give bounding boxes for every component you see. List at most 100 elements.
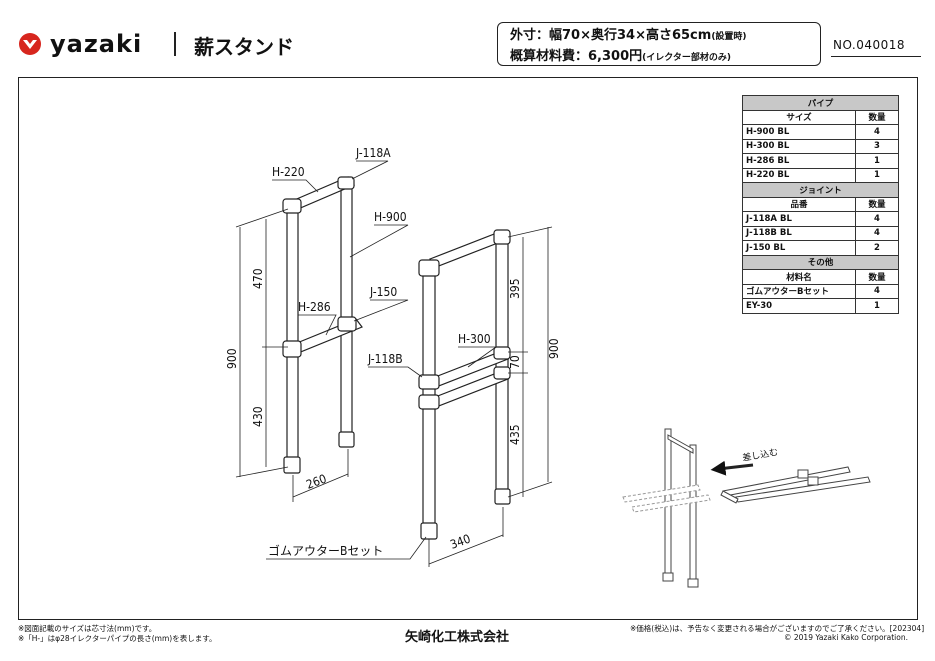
document-number-underline — [831, 56, 921, 57]
joint-col-qty: 数量 — [855, 196, 899, 212]
insert-arrow-icon — [710, 460, 754, 476]
cell-name: J-150 BL — [742, 240, 856, 256]
sketch-upright-2 — [689, 444, 697, 584]
spec-dimensions: 外寸：幅70×奥行34×高さ65cm(設置時) — [510, 26, 808, 47]
cell-qty: 1 — [855, 298, 899, 314]
cell-qty: 4 — [855, 124, 899, 140]
table-section-header: パイプ — [742, 95, 899, 111]
sketch-foot-2 — [687, 578, 699, 588]
brand-name: yazaki — [50, 30, 143, 58]
label-h300: H-300 — [458, 332, 491, 346]
cell-name: EY-30 — [742, 298, 856, 314]
assembly-drawing: H-220 J-118A H-900 H-286 J-150 H-300 J-1… — [225, 146, 871, 588]
label-j150: J-150 — [369, 285, 397, 299]
cell-qty: 3 — [855, 138, 899, 154]
cell-qty: 1 — [855, 153, 899, 169]
dim-ext-bot-right — [507, 481, 553, 498]
other-section-title: その他 — [742, 254, 899, 270]
other-col-qty: 数量 — [855, 269, 899, 285]
label-h286: H-286 — [298, 300, 331, 314]
label-insert: 差し込む — [741, 446, 779, 464]
right-frame — [418, 229, 511, 540]
joint-j118a-3 — [418, 259, 440, 277]
dim-ext-top-right — [507, 226, 553, 238]
dim-ext-top-left — [235, 208, 289, 228]
page-title: 薪スタンド — [194, 35, 294, 59]
company-name: 矢崎化工株式会社 — [405, 630, 510, 645]
footnote-pipe-length: ※「H-」はφ28イレクターパイプの長さ(mm)を表します。 — [18, 634, 217, 643]
joint-j118b-2 — [418, 394, 440, 410]
sketch-top-bar — [667, 434, 694, 454]
leader-lines — [266, 160, 498, 560]
leader-j150 — [353, 299, 409, 322]
cell-qty: 2 — [855, 240, 899, 256]
leader-h300 — [458, 346, 498, 368]
drawing-frame — [18, 77, 918, 620]
spec-dimensions-note: (設置時) — [711, 32, 747, 42]
rubber-foot-4 — [494, 488, 511, 505]
joint-j118b-1 — [418, 374, 440, 390]
label-j118b: J-118B — [367, 352, 403, 366]
dim-line-260 — [292, 473, 349, 498]
rubber-foot-2 — [338, 431, 355, 448]
left-frame — [282, 176, 363, 474]
cell-name: H-900 BL — [742, 124, 856, 140]
spec-cost-text: 概算材料費：6,300円 — [510, 49, 643, 64]
pipe-col-name: サイズ — [742, 109, 856, 125]
dim-900-left: 900 — [225, 348, 239, 369]
dim-470: 470 — [251, 268, 265, 289]
dim-70: 70 — [508, 355, 522, 369]
leader-rubber — [266, 536, 427, 560]
sketch-foot-1 — [662, 572, 674, 582]
cell-name: H-300 BL — [742, 138, 856, 154]
spec-cost-note: (イレクター部材のみ) — [642, 53, 731, 63]
pipe-h900-back-left — [340, 181, 353, 438]
label-rubber-set: ゴムアウターBセット — [268, 543, 383, 558]
joint-j118a-1 — [282, 198, 302, 214]
pipe-section-title: パイプ — [742, 95, 899, 111]
cell-qty: 4 — [855, 225, 899, 241]
leader-h900 — [349, 224, 409, 258]
dim-line-340 — [428, 534, 504, 565]
cell-qty: 4 — [855, 211, 899, 227]
dim-430: 430 — [251, 406, 265, 427]
right-dimensions — [428, 226, 553, 567]
dim-260: 260 — [304, 472, 328, 492]
label-h900: H-900 — [374, 210, 407, 224]
label-h220: H-220 — [272, 165, 305, 179]
dim-435: 435 — [508, 424, 522, 445]
pipe-col-qty: 数量 — [855, 109, 899, 125]
rubber-foot-1 — [283, 456, 301, 474]
footnote-price: ※価格(税込)は、予告なく変更される場合がございますのでご了承ください。[202… — [630, 624, 925, 633]
joint-j118a-2 — [337, 176, 355, 190]
dim-ext-bot-left — [235, 466, 289, 478]
cell-qty: 1 — [855, 167, 899, 183]
joint-j118a-4 — [493, 229, 511, 245]
part-labels: H-220 J-118A H-900 H-286 J-150 H-300 J-1… — [268, 146, 491, 558]
joint-j150-2 — [337, 316, 357, 332]
leader-j118a — [351, 160, 389, 180]
table-col-header: 材料名数量 — [742, 269, 899, 285]
spec-box: 外寸：幅70×奥行34×高さ65cm(設置時) 概算材料費：6,300円(イレク… — [497, 22, 821, 66]
cell-name: J-118A BL — [742, 211, 856, 227]
cell-name: ゴムアウターBセット — [742, 283, 856, 299]
pipe-h900-front-left — [286, 206, 299, 463]
table-col-header: 品番数量 — [742, 196, 899, 212]
dim-340: 340 — [448, 532, 472, 552]
leader-h286 — [298, 314, 337, 336]
joint-j118b-3 — [493, 346, 511, 360]
assembly-sketch — [622, 428, 871, 588]
joint-j150-1 — [282, 340, 302, 358]
cell-name: H-286 BL — [742, 153, 856, 169]
sketch-connector — [720, 490, 739, 504]
left-dimensions — [235, 208, 349, 502]
sketch-joint-2 — [807, 476, 819, 486]
